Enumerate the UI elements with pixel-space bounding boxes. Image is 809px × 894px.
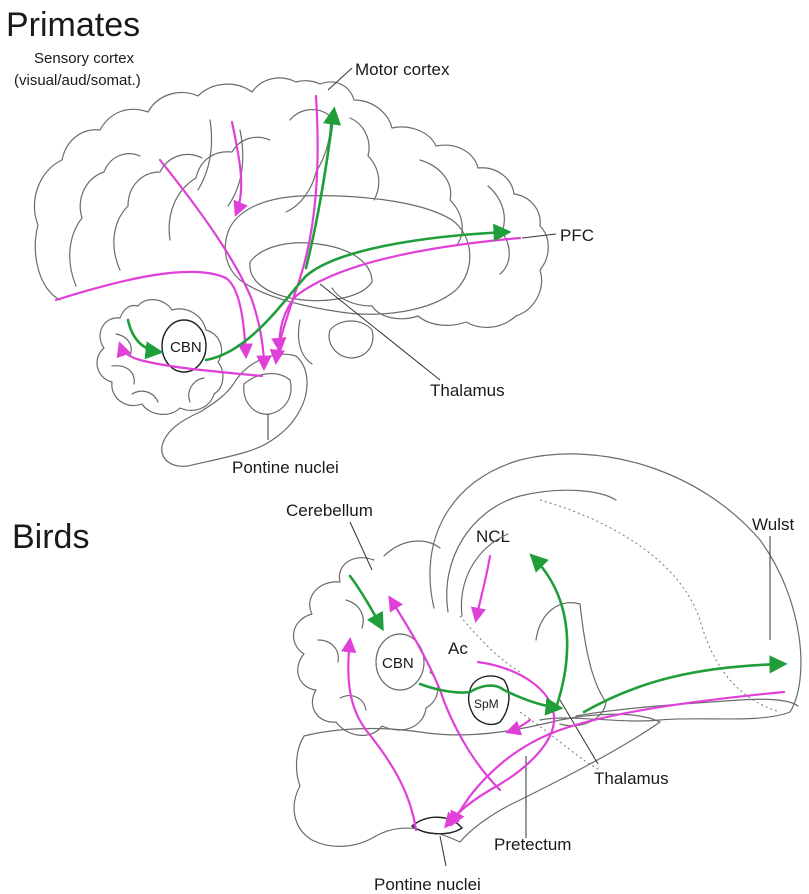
bird-thalamus-shape: [536, 603, 606, 726]
bird-spm-label: SpM: [474, 697, 499, 711]
pretectum-label: Pretectum: [494, 835, 571, 854]
birds-panel: Birds Cerebellum NCL Ac Wulst Thalamus P…: [12, 454, 801, 894]
ac-label: Ac: [448, 639, 468, 658]
primate-frontal-pathway: [232, 122, 241, 214]
pfc-label: PFC: [560, 226, 594, 245]
wulst-label: Wulst: [752, 515, 794, 534]
primate-cbn-label: CBN: [170, 339, 202, 356]
birds-title: Birds: [12, 518, 89, 556]
bird-to-wulst: [584, 664, 784, 712]
primate-cbn-output: [128, 320, 160, 352]
primates-thalamus-label: Thalamus: [430, 381, 505, 400]
bird-cerebellum-to-cbn: [350, 576, 382, 628]
motor-cortex-label: Motor cortex: [355, 60, 450, 79]
birds-thalamus-label: Thalamus: [594, 769, 669, 788]
primate-pfc-pathway: [280, 238, 520, 350]
bird-ncl-to-ac: [476, 556, 490, 620]
primates-title: Primates: [6, 6, 140, 44]
sensory-cortex-sublabel: (visual/aud/somat.): [14, 72, 141, 89]
primates-panel: Primates Sensory cortex (visual/aud/soma…: [6, 6, 594, 477]
cerebellum-label: Cerebellum: [286, 501, 373, 520]
sensory-cortex-label: Sensory cortex: [34, 50, 135, 67]
primate-sensory-pathway: [56, 272, 246, 356]
bird-cbn-label: CBN: [382, 655, 414, 672]
birds-pontine-nuclei-label: Pontine nuclei: [374, 875, 481, 894]
primate-cortex-outline: [34, 78, 548, 327]
primates-pontine-nuclei-label: Pontine nuclei: [232, 458, 339, 477]
bird-spm-input: [508, 720, 530, 732]
